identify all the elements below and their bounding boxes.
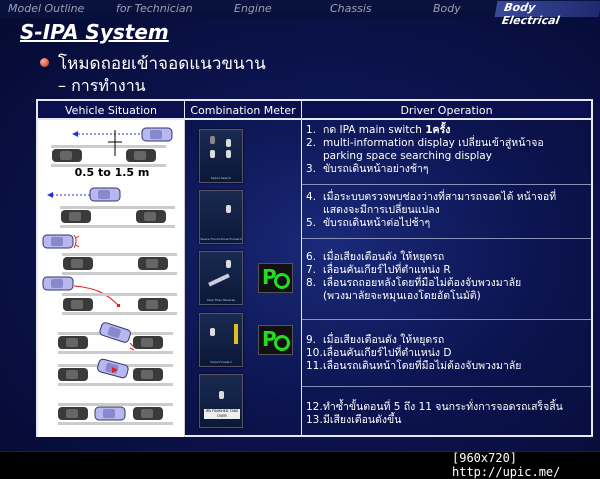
step-group-3: 6.เมื่อเสียงเตือนดัง ให้หยุดรถ 7.เลื่อนค…: [302, 239, 591, 320]
steering-wheel-icon: [274, 273, 290, 289]
nav-body[interactable]: Body: [433, 2, 461, 15]
parking-assist-indicator: P: [258, 325, 293, 355]
nav-for-technician[interactable]: for Technician: [116, 2, 193, 15]
scene-parked: [58, 403, 173, 425]
finished-message: IPA FINISHED TAKE OVER: [204, 409, 240, 419]
meter-display-space-found: Space Found Drive Forward: [199, 190, 243, 244]
scene-searching: 0.5 to 1.5 m: [51, 127, 173, 179]
scene-space-found: [47, 187, 175, 228]
indicator-letter: P: [262, 265, 277, 289]
step-2: 2.multi-information display เปลี่ยนเข้าส…: [306, 137, 544, 149]
scene-reverse: [42, 276, 177, 315]
scene-park-1: [58, 321, 173, 386]
header-driver-operation: Driver Operation: [302, 101, 591, 120]
meter-display-stop-reverse: Stop Then Reverse: [199, 251, 243, 305]
parking-assist-indicator: P: [258, 263, 293, 293]
section-heading: โหมดถอยเข้าจอดแนวขนาน: [58, 54, 266, 74]
indicator-letter: P: [262, 327, 277, 351]
meter-caption: Space Found Drive Forward: [200, 237, 242, 241]
step-11: 11.เลื่อนรถเดินหน้าโดยที่มือไม่ต้องจับพว…: [306, 360, 522, 372]
step-10: 10.เลื่อนคันเกียร์ไปที่ตำแหน่ง D: [306, 347, 452, 359]
step-7: 7.เลื่อนคันเกียร์ไปที่ตำแหน่ง R: [306, 264, 451, 276]
arrow-left-icon: [72, 131, 78, 137]
meter-display-drive-forward: Drive Forward: [199, 313, 243, 367]
vehicle-situation-column: 0.5 to 1.5 m: [38, 120, 185, 437]
operation-table: Vehicle Situation Combination Meter Driv…: [36, 99, 593, 437]
page-title: S-IPA System: [20, 20, 169, 44]
step-group-2: 4.เมื่อระบบตรวจพบช่องว่างที่สามารถจอดได้…: [302, 185, 591, 239]
meter-display-space-search: Space Search: [199, 129, 243, 183]
step-13: 13.มีเสียงเตือนดังขึ้น: [306, 414, 402, 426]
slide: Model Outline for Technician Engine Chas…: [0, 0, 600, 452]
nav-body-electrical[interactable]: Body Electrical: [494, 1, 600, 27]
meter-caption: Space Search: [210, 176, 232, 180]
step-2-cont: parking space searching display: [323, 150, 492, 162]
watermark: [960x720] http://upic.me/: [452, 451, 561, 479]
bullet-icon: [40, 58, 49, 67]
nav-chassis[interactable]: Chassis: [330, 2, 372, 15]
step-8-cont: (พวงมาลัยจะหมุนเองโดยอัตโนมัติ): [323, 290, 481, 302]
step-6: 6.เมื่อเสียงเตือนดัง ให้หยุดรถ: [306, 251, 445, 263]
step-9: 9.เมื่อเสียงเตือนดัง ให้หยุดรถ: [306, 334, 445, 346]
steering-wheel-icon: [274, 335, 290, 351]
section-subheading: – การทำงาน: [58, 76, 146, 95]
step-1: 1.กด IPA main switch 1ครั้ง: [306, 124, 451, 136]
scene-stop: [42, 234, 177, 275]
step-group-1: 1.กด IPA main switch 1ครั้ง 2.multi-info…: [302, 120, 591, 185]
header-combination-meter: Combination Meter: [185, 101, 302, 120]
driver-operation-column: 1.กด IPA main switch 1ครั้ง 2.multi-info…: [302, 120, 591, 437]
top-nav: Model Outline for Technician Engine Chas…: [0, 0, 600, 27]
step-3: 3.ขับรถเดินหน้าอย่างช้าๆ: [306, 163, 429, 175]
step-8: 8.เลื่อนรถถอยหลังโดยที่มือไม่ต้องจับพวงม…: [306, 277, 522, 289]
meter-display-finished: IPA FINISHED TAKE OVER: [199, 374, 243, 428]
header-vehicle-situation: Vehicle Situation: [38, 101, 185, 120]
step-group-5: 12.ทำซ้ำขั้นตอนที่ 5 ถึง 11 จนกระทั่งการ…: [302, 387, 591, 437]
nav-engine[interactable]: Engine: [234, 2, 272, 15]
step-5: 5.ขับรถเดินหน้าต่อไปช้าๆ: [306, 217, 431, 229]
step-12: 12.ทำซ้ำขั้นตอนที่ 5 ถึง 11 จนกระทั่งการ…: [306, 401, 563, 413]
combination-meter-column: Space Search Space Found Drive Forward S…: [185, 120, 302, 437]
step-4: 4.เมื่อระบบตรวจพบช่องว่างที่สามารถจอดได้…: [306, 191, 557, 203]
meter-caption: Drive Forward: [210, 360, 232, 364]
nav-model-outline[interactable]: Model Outline: [8, 2, 85, 15]
step-group-4: 9.เมื่อเสียงเตือนดัง ให้หยุดรถ 10.เลื่อน…: [302, 320, 591, 387]
meter-caption: Stop Then Reverse: [206, 298, 236, 302]
step-4-cont: แสดงจะมีการเปลี่ยนแปลง: [323, 204, 440, 216]
vehicle-diagrams: 0.5 to 1.5 m: [42, 127, 177, 425]
distance-label: 0.5 to 1.5 m: [75, 166, 150, 179]
